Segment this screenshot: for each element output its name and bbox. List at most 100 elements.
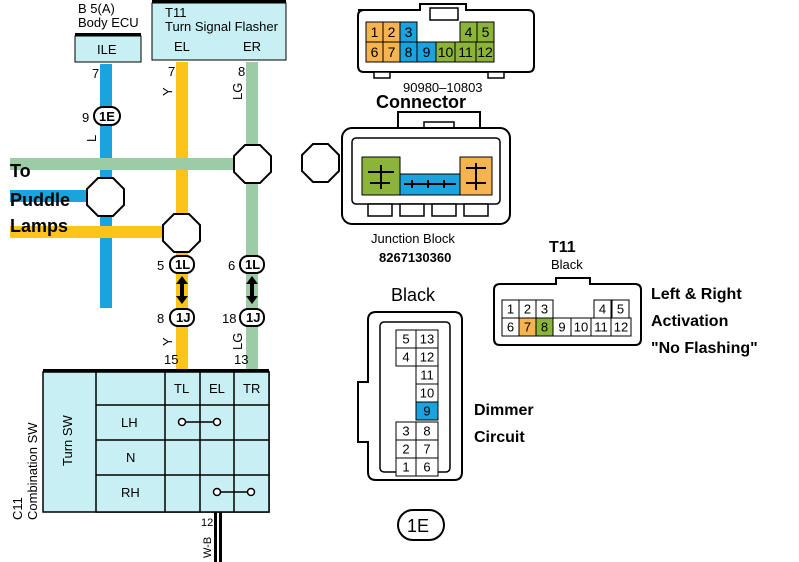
t11-pin-12: 12 bbox=[614, 320, 628, 335]
left-double-arrow bbox=[176, 276, 188, 304]
flasher-terminal-el: EL bbox=[174, 39, 190, 54]
t11-pin-4: 4 bbox=[599, 302, 606, 317]
black-pin-4: 4 bbox=[402, 350, 409, 365]
ecu-bar bbox=[75, 33, 141, 36]
right-top-conn: 1L bbox=[245, 257, 260, 272]
splice-green bbox=[233, 144, 272, 184]
splice-standalone bbox=[301, 143, 340, 183]
contact-rh bbox=[212, 487, 256, 497]
splice-points bbox=[86, 143, 340, 253]
flasher-terminal-er: ER bbox=[243, 39, 261, 54]
ecu-connector-pin: 9 bbox=[82, 110, 89, 125]
flasher-pin-right: 8 bbox=[238, 64, 245, 79]
right-wire-label: LG bbox=[230, 333, 245, 350]
left-top-badge bbox=[169, 255, 195, 274]
badge-1e-label: 1E bbox=[407, 516, 429, 536]
ecu-label: B 5(A) bbox=[78, 1, 115, 16]
puddle-label-3: Lamps bbox=[10, 216, 68, 236]
top-pin-12-cell bbox=[475, 41, 495, 63]
top-pin-6: 6 bbox=[371, 44, 379, 60]
top-pin-7: 7 bbox=[388, 44, 396, 60]
jb-bus-blue bbox=[404, 180, 456, 188]
turn-signal-flasher: T11 Turn Signal Flasher EL ER 7 8 Y LG bbox=[151, 0, 287, 100]
dimmer-note-1: Dimmer bbox=[474, 402, 534, 419]
puddle-label-1: To bbox=[10, 161, 31, 181]
wire-yellow-puddle bbox=[10, 226, 188, 238]
t11-pin-8: 8 bbox=[541, 320, 548, 335]
col-tl: TL bbox=[174, 381, 189, 396]
left-wire-label: Y bbox=[160, 337, 175, 346]
flasher-wire-right: LG bbox=[230, 83, 245, 100]
jb-slots bbox=[367, 203, 489, 217]
top-pin-4: 4 bbox=[465, 24, 473, 40]
wire-green-puddle bbox=[10, 158, 258, 170]
jb-part: 8267130360 bbox=[379, 250, 451, 265]
left-bot-pin: 8 bbox=[157, 311, 164, 326]
combo-side-label-1: C11 bbox=[10, 497, 25, 520]
top-pin-3: 3 bbox=[405, 24, 413, 40]
row-rh: RH bbox=[121, 485, 140, 500]
right-bot-badge bbox=[239, 308, 265, 327]
top-pin-12: 12 bbox=[477, 44, 493, 60]
black-pin-5: 5 bbox=[402, 332, 409, 347]
flasher-top-bar bbox=[152, 0, 286, 3]
t11-pin-10: 10 bbox=[574, 320, 588, 335]
jb-caption: Junction Block bbox=[371, 231, 455, 246]
row-n: N bbox=[126, 450, 135, 465]
right-top-pin: 6 bbox=[228, 258, 235, 273]
flasher-box bbox=[151, 2, 287, 61]
t11-pin-12-cell bbox=[610, 317, 632, 337]
combination-switch: TL EL TR LH N RH Turn SW C11 Combination… bbox=[10, 369, 270, 558]
puddle-lamps-label: To Puddle Lamps bbox=[10, 161, 70, 236]
black-pin-3: 3 bbox=[402, 424, 409, 439]
t11-label: T11 bbox=[549, 239, 576, 256]
wire-wb-2 bbox=[219, 512, 222, 562]
combo-inner bbox=[95, 371, 270, 513]
top-pin-1: 1 bbox=[371, 24, 379, 40]
t11-pin-5: 5 bbox=[617, 302, 624, 317]
left-top-conn: 1L bbox=[175, 257, 190, 272]
contact-lh bbox=[177, 417, 222, 427]
junction-block: Junction Block 8267130360 bbox=[341, 111, 511, 265]
t11-pin-7: 7 bbox=[524, 320, 531, 335]
black-connector-color: Black bbox=[391, 285, 436, 305]
splice-yellow bbox=[162, 213, 201, 253]
top-connector-foot-l bbox=[373, 71, 391, 79]
top-connector-foot-r bbox=[487, 71, 505, 79]
black-pin-6: 6 bbox=[423, 460, 430, 475]
top-pin-5: 5 bbox=[482, 24, 490, 40]
left-bot-badge bbox=[169, 308, 195, 327]
t11-pin-9: 9 bbox=[558, 320, 565, 335]
right-end-pin: 13 bbox=[234, 352, 248, 367]
left-top-pin: 5 bbox=[157, 258, 164, 273]
wire-green-lg bbox=[246, 62, 258, 374]
top-pin-8: 8 bbox=[405, 44, 413, 60]
ecu-pin-top: 7 bbox=[92, 66, 99, 81]
t11-pin-3: 3 bbox=[541, 302, 548, 317]
right-bot-pin: 18 bbox=[222, 311, 236, 326]
t11-note-2: Activation bbox=[651, 313, 728, 330]
col-tr: TR bbox=[243, 381, 260, 396]
t11-pin-6: 6 bbox=[507, 320, 514, 335]
combo-bottom-pin: 12 bbox=[201, 517, 213, 529]
black-pin-12: 12 bbox=[420, 350, 434, 365]
black-pin-8: 8 bbox=[423, 424, 430, 439]
badge-1e bbox=[397, 509, 445, 541]
top-pin-9: 9 bbox=[423, 44, 431, 60]
ecu-connector-label: 1E bbox=[99, 109, 115, 124]
wire-wb bbox=[214, 512, 217, 562]
right-bot-conn: 1J bbox=[246, 310, 260, 325]
black-pin-6-cell bbox=[415, 457, 439, 477]
flasher-wire-left: Y bbox=[160, 87, 175, 96]
dimmer-note-2: Circuit bbox=[474, 429, 525, 446]
top-pin-11: 11 bbox=[458, 44, 473, 60]
top-pin-2: 2 bbox=[388, 24, 396, 40]
black-pin-2: 2 bbox=[402, 442, 409, 457]
ecu-connector-1e-badge bbox=[93, 106, 121, 126]
